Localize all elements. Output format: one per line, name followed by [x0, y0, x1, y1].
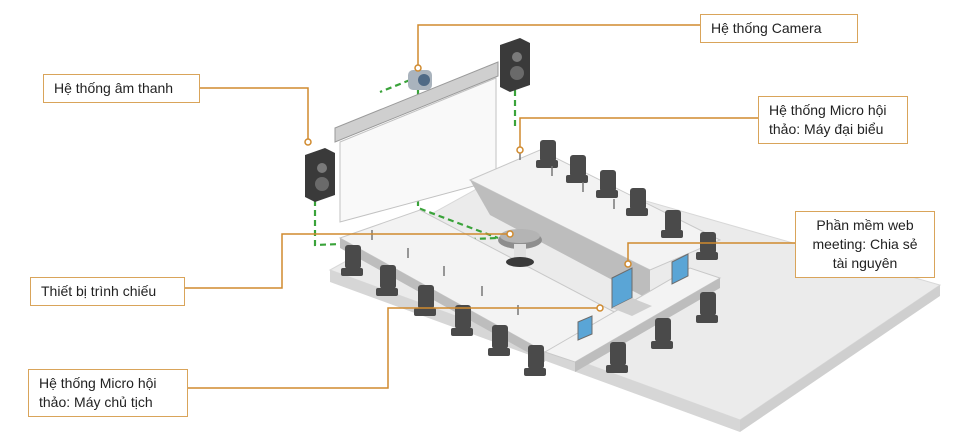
- projection-screen: [334, 61, 499, 223]
- audio-label: Hệ thống âm thanh: [43, 74, 200, 103]
- camera-device: [408, 70, 432, 90]
- callout-endpoints: [304, 64, 632, 312]
- chair-mic-label: Hệ thống Micro hội thảo: Máy chủ tịch: [28, 369, 188, 417]
- speaker-right: [500, 38, 530, 92]
- delegate-mic-label: Hệ thống Micro hội thảo: Máy đại biểu: [758, 96, 908, 144]
- web-meeting-label: Phần mềm web meeting: Chia sẻ tài nguyên: [795, 211, 935, 278]
- chair-row: [341, 140, 718, 376]
- projector-label: Thiết bị trình chiếu: [30, 277, 185, 306]
- camera-label: Hệ thống Camera: [700, 14, 858, 43]
- microphone-units: [371, 150, 615, 315]
- laptop-device: [577, 253, 689, 341]
- signal-line: [313, 78, 517, 247]
- speaker-left: [305, 148, 335, 202]
- conference-table: [338, 149, 722, 372]
- callout-leader-lines: [185, 24, 795, 389]
